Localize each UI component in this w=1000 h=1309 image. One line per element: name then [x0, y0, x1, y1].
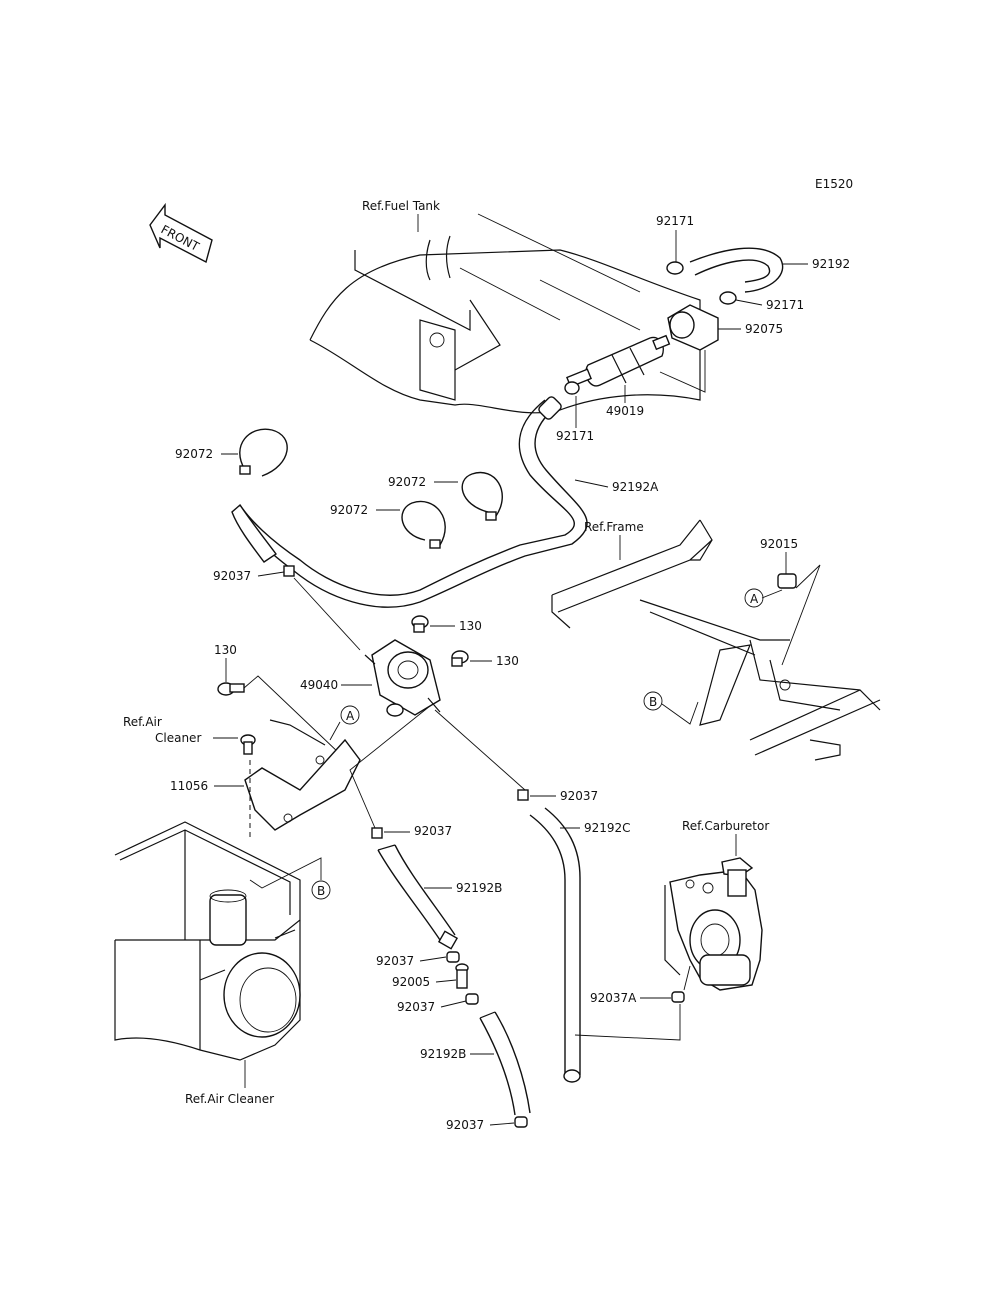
part-92037-upper-label: 92037: [213, 569, 251, 583]
marker-b-right: [643, 691, 663, 711]
marker-b-left-label: B: [317, 884, 325, 898]
part-49019-label: 49019: [606, 404, 644, 418]
hose-92192C: [529, 807, 581, 1083]
diagram-code: E1520: [815, 177, 853, 191]
part-130-left-label: 130: [214, 643, 237, 657]
clip-92037-a: [446, 951, 460, 963]
marker-a-left-label: A: [346, 709, 355, 723]
part-92072-left-label: 92072: [175, 447, 213, 461]
clamp-92171-right: [719, 291, 737, 305]
part-92037-mid-right-label: 92037: [560, 789, 598, 803]
clip-92037-upper: [283, 565, 295, 577]
fuel-pump-49040: [364, 639, 441, 717]
part-92005-label: 92005: [392, 975, 430, 989]
ref-air-cleaner-bottom-label: Ref.Air Cleaner: [185, 1092, 274, 1106]
front-arrow-icon: FRONT: [149, 202, 213, 264]
part-92037-bottom-label: 92037: [446, 1118, 484, 1132]
clip-92037A: [671, 991, 685, 1003]
part-92037A-label: 92037A: [590, 991, 637, 1005]
marker-b-left: [311, 880, 331, 900]
hose-92192B-lower: [479, 1011, 531, 1116]
clip-92037-mid-left: [371, 827, 383, 839]
marker-a-left: [340, 705, 360, 725]
ref-fuel-tank-label: Ref.Fuel Tank: [362, 199, 440, 213]
bolt-130-upper: [411, 615, 429, 633]
part-92037-a-label: 92037: [376, 954, 414, 968]
ref-air-cleaner-label-2: Cleaner: [155, 731, 201, 745]
marker-b-right-label: B: [649, 695, 657, 709]
band-92072-middle: [401, 500, 446, 549]
clip-92037-mid-right: [517, 789, 529, 801]
part-92037-b-label: 92037: [397, 1000, 435, 1014]
part-92072-right-label: 92072: [388, 475, 426, 489]
part-92192B-upper-label: 92192B: [456, 881, 502, 895]
clamp-92171-top: [666, 261, 684, 275]
part-92072-middle-label: 92072: [330, 503, 368, 517]
band-92072-right: [461, 471, 503, 521]
part-92192A-label: 92192A: [612, 480, 659, 494]
part-92192C-label: 92192C: [584, 821, 631, 835]
part-92192-label: 92192: [812, 257, 850, 271]
ref-carburetor-label: Ref.Carburetor: [682, 819, 769, 833]
band-92072-left: [239, 428, 288, 477]
part-92075-label: 92075: [745, 322, 783, 336]
carburetor-outline: [664, 857, 763, 991]
part-92037-mid-left-label: 92037: [414, 824, 452, 838]
bolt-130-right: [451, 650, 469, 667]
part-92171-right-label: 92171: [766, 298, 804, 312]
collar-92015: [777, 573, 797, 589]
air-cleaner-bolt: [240, 734, 256, 755]
part-11056-label: 11056: [170, 779, 208, 793]
part-49040-label: 49040: [300, 678, 338, 692]
filter-49019: [566, 334, 671, 388]
air-cleaner-housing: [114, 821, 301, 1061]
part-130-right-label: 130: [496, 654, 519, 668]
clip-92037-b: [465, 993, 479, 1005]
part-130-upper-label: 130: [459, 619, 482, 633]
part-92171-lower-label: 92171: [556, 429, 594, 443]
clamp-92171-lower: [564, 381, 580, 395]
clip-92037-bottom: [514, 1116, 528, 1128]
ref-air-cleaner-label-1: Ref.Air: [123, 715, 162, 729]
frame-outline: [551, 519, 881, 761]
fitting-92005: [455, 963, 469, 989]
fuel-tank-outline: [309, 235, 701, 414]
hose-92192B-upper: [377, 844, 459, 950]
part-92171-top-label: 92171: [656, 214, 694, 228]
bolt-130-left: [217, 682, 245, 696]
holder-92075: [667, 304, 719, 351]
part-92192B-lower-label: 92192B: [420, 1047, 466, 1061]
marker-a-right-label: A: [750, 592, 759, 606]
marker-a-right: [744, 588, 764, 608]
ref-frame-label: Ref.Frame: [584, 520, 644, 534]
part-92015-label: 92015: [760, 537, 798, 551]
hose-92192: [689, 247, 784, 293]
bracket-11056: [244, 719, 361, 831]
